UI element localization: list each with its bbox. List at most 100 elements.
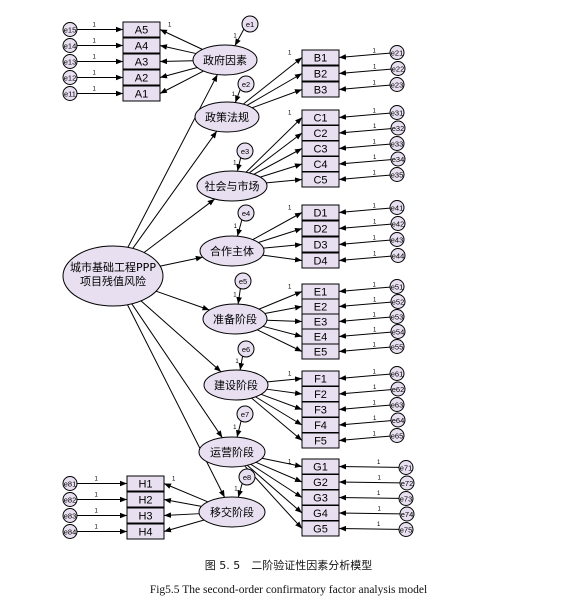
loading-path-C4	[260, 163, 303, 178]
error-term-e55	[389, 339, 405, 354]
error-path-label: 1	[373, 139, 377, 145]
disturbance-path-label: 1	[234, 486, 238, 492]
error-term-e41	[389, 200, 405, 215]
error-path-e44	[338, 255, 392, 263]
disturbance-e8	[238, 468, 256, 486]
error-term-label: e55	[391, 343, 404, 352]
error-path-label: 1	[373, 203, 377, 209]
error-term-label: e14	[64, 42, 77, 51]
indicator-label: F2	[314, 389, 327, 401]
error-path-label: 1	[373, 108, 377, 114]
paths-layer	[77, 26, 401, 535]
error-path-label: 1	[373, 400, 377, 406]
error-term-e75	[398, 522, 414, 537]
structural-path-pol	[132, 130, 218, 249]
structural-path-tran	[127, 304, 226, 498]
disturbance-e1	[241, 15, 259, 33]
disturbance-e4	[237, 204, 255, 222]
indicator-label: H4	[138, 527, 152, 539]
error-term-label: e74	[401, 510, 414, 519]
loading-path-label: 1	[288, 460, 292, 466]
loading-path-A2	[159, 66, 198, 79]
loading-path-B2	[246, 73, 303, 106]
indicator-label: C1	[313, 113, 327, 125]
indicator-box-D2	[301, 220, 340, 237]
indicator-label: C3	[313, 144, 327, 156]
error-term-e12	[62, 70, 78, 85]
disturbance-path-label: 1	[233, 33, 237, 39]
indicator-label: F4	[314, 420, 327, 432]
indicator-label: C4	[313, 159, 327, 171]
indicator-box-A2	[122, 69, 161, 86]
error-term-label: e35	[391, 171, 404, 180]
error-path-label: 1	[373, 124, 377, 130]
disturbance-path-label: 1	[232, 92, 236, 98]
loading-path-label: 1	[288, 206, 292, 212]
indicator-label: F3	[314, 405, 327, 417]
loading-path-E3	[266, 318, 303, 325]
disturbance-e2	[237, 75, 255, 93]
error-term-label: e83	[64, 512, 77, 521]
error-term-label: e73	[400, 495, 413, 504]
error-term-e34	[390, 151, 406, 167]
loading-path-A4	[159, 44, 197, 55]
indicator-box-F5	[301, 432, 340, 449]
second-order-factor-label: 城市基础工程PPP	[70, 260, 156, 274]
loading-path-C2	[248, 132, 303, 174]
loading-path-F4	[255, 396, 303, 426]
disturbance-e5	[234, 272, 252, 290]
loading-path-F1	[267, 376, 303, 383]
error-term-label: e81	[64, 480, 77, 489]
sem-diagram: 城市基础工程PPP项目残值风险政府因素1e11A51e15A41e14A31e1…	[62, 15, 415, 540]
indicator-box-H1	[126, 475, 165, 492]
error-path-label: 1	[373, 327, 377, 333]
error-term-e82	[62, 492, 78, 507]
loading-path-E4	[262, 325, 303, 338]
error-term-e15	[62, 22, 78, 37]
indicator-label: D1	[313, 208, 327, 220]
error-term-label: e41	[391, 204, 404, 213]
indicator-label: E3	[314, 317, 327, 329]
error-path-e71	[338, 463, 400, 470]
error-term-label: e71	[400, 464, 413, 473]
indicator-box-C5	[301, 171, 340, 188]
latent-factor-gov	[192, 44, 258, 76]
error-term-e31	[389, 105, 405, 120]
error-term-e13	[62, 54, 78, 69]
error-path-e75	[338, 525, 400, 532]
latent-factor-pol	[194, 101, 260, 133]
disturbance-path-label: 1	[233, 292, 237, 298]
latent-factor-label: 政府因素	[203, 53, 247, 67]
indicator-box-A3	[122, 53, 161, 70]
error-term-e14	[62, 38, 78, 53]
indicator-box-G5	[301, 520, 340, 537]
latent-factor-label: 移交阶段	[210, 505, 254, 519]
loading-path-A5	[159, 29, 203, 50]
loading-path-H1	[163, 483, 208, 503]
indicator-label: G2	[313, 477, 328, 489]
error-term-label: e82	[64, 496, 77, 505]
error-path-label: 1	[373, 282, 377, 288]
disturbance-e6	[237, 340, 255, 358]
error-term-e64	[390, 412, 406, 428]
error-term-label: e62	[392, 385, 405, 394]
error-path-label: 1	[373, 342, 377, 348]
error-term-e81	[62, 476, 78, 491]
error-term-label: e43	[391, 236, 404, 245]
error-term-label: e42	[392, 220, 405, 229]
error-path-label: 1	[373, 251, 377, 257]
error-term-e23	[389, 77, 405, 92]
disturbance-path-label: 1	[234, 224, 238, 230]
loading-path-label: 1	[172, 477, 176, 483]
error-term-e73	[398, 491, 414, 506]
loading-path-E2	[264, 305, 303, 314]
loading-path-C1	[245, 117, 303, 173]
loading-path-H2	[163, 498, 202, 507]
loading-path-B1	[242, 57, 303, 105]
latent-factor-label: 准备阶段	[213, 312, 257, 326]
error-term-e22	[390, 61, 406, 76]
error-term-label: e64	[392, 416, 405, 425]
error-path-e52	[338, 301, 392, 309]
indicator-box-A5	[122, 21, 161, 38]
indicator-label: E1	[314, 287, 327, 299]
